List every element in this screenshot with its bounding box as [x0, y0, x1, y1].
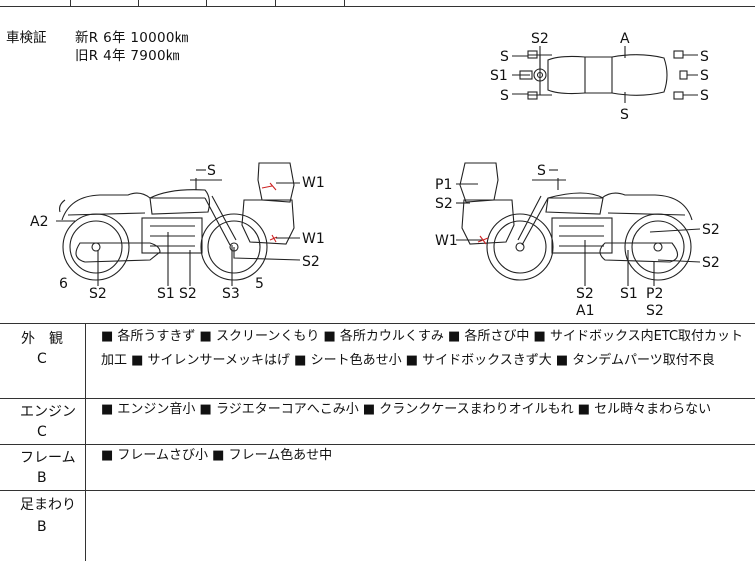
note-engine: ■ エンジン音小 ■ ラジエターコアへこみ小 ■ クランクケースまわりオイルもれ… [101, 402, 712, 417]
inspection-new: 新R 6年 10000㎞ [75, 30, 189, 46]
grade-exterior: C [37, 351, 47, 367]
left-side-labels: S W1 A2 W1 S2 6 S2 S1 S2 S3 5 [30, 163, 325, 302]
label-right-s2-upper: S2 [435, 196, 453, 212]
label-top-s-bottom: S [620, 107, 629, 123]
label-right-s: S [537, 163, 546, 179]
label-left-s3: S3 [222, 286, 240, 302]
label-right-s2-right-lower: S2 [702, 255, 720, 271]
label-left-w1-upper: W1 [302, 175, 325, 191]
row-divider [0, 323, 755, 324]
top-divider [70, 0, 71, 6]
row-divider [0, 6, 755, 7]
label-top-a: A [620, 31, 630, 47]
label-left-s: S [207, 163, 216, 179]
top-view-labels: S2 A S S1 S S S S S [490, 31, 709, 123]
grade-frame: B [37, 470, 47, 486]
label-top-s2: S2 [531, 31, 549, 47]
label-left-s1: S1 [157, 286, 175, 302]
label-right-s2-last: S2 [646, 303, 664, 319]
section-title-exterior: 外 観 [21, 331, 63, 347]
note-exterior: ■ 各所うすきず ■ スクリーンくもり ■ 各所カウルくすみ ■ 各所さび中 ■… [101, 329, 744, 368]
left-side-motorcycle [56, 162, 301, 286]
label-right-w1: W1 [435, 233, 458, 249]
label-top-s1: S1 [490, 68, 508, 84]
label-left-s2-rear: S2 [89, 286, 107, 302]
label-left-s2-engine: S2 [179, 286, 197, 302]
label-right-s1: S1 [620, 286, 638, 302]
section-title-frame: フレーム [20, 450, 76, 466]
top-divider [344, 0, 345, 6]
top-view-motorcycle [512, 46, 698, 103]
section-title-suspension: 足まわり [20, 497, 76, 513]
top-divider [138, 0, 139, 6]
top-divider [275, 0, 276, 6]
label-left-w1-lower: W1 [302, 231, 325, 247]
label-right-p2: P2 [646, 286, 663, 302]
right-side-motorcycle [456, 162, 701, 286]
note-frame: ■ フレームさび小 ■ フレーム色あせ中 [101, 448, 333, 463]
grade-suspension: B [37, 519, 47, 535]
label-top-s-left-lower: S [500, 88, 509, 104]
section-title-engine: エンジン [20, 404, 76, 420]
top-divider [206, 0, 207, 6]
label-top-s-right-mid: S [700, 68, 709, 84]
label-right-p1: P1 [435, 177, 452, 193]
label-top-s-right-lower: S [700, 88, 709, 104]
motorcycle-diagram: S2 A S S1 S S S S S S W1 A2 W1 S2 6 S2 S… [30, 31, 720, 319]
row-divider [0, 444, 755, 445]
label-right-a1: A1 [576, 303, 594, 319]
label-left-6: 6 [59, 276, 68, 292]
label-left-a2: A2 [30, 214, 48, 230]
row-divider [0, 490, 755, 491]
inspection-old: 旧R 4年 7900㎞ [75, 48, 180, 64]
row-divider [0, 398, 755, 399]
inspection-label: 車検証 [6, 30, 47, 46]
label-top-s-right-upper: S [700, 49, 709, 65]
column-divider [85, 323, 86, 561]
right-side-labels: S P1 S2 W1 S2 S2 S2 A1 S1 P2 S2 [435, 163, 720, 319]
label-top-s-left-upper: S [500, 49, 509, 65]
label-right-s2-bottom: S2 [576, 286, 594, 302]
label-left-5: 5 [255, 276, 264, 292]
label-right-s2-right-upper: S2 [702, 222, 720, 238]
label-left-s2-front: S2 [302, 254, 320, 270]
grade-engine: C [37, 424, 47, 440]
